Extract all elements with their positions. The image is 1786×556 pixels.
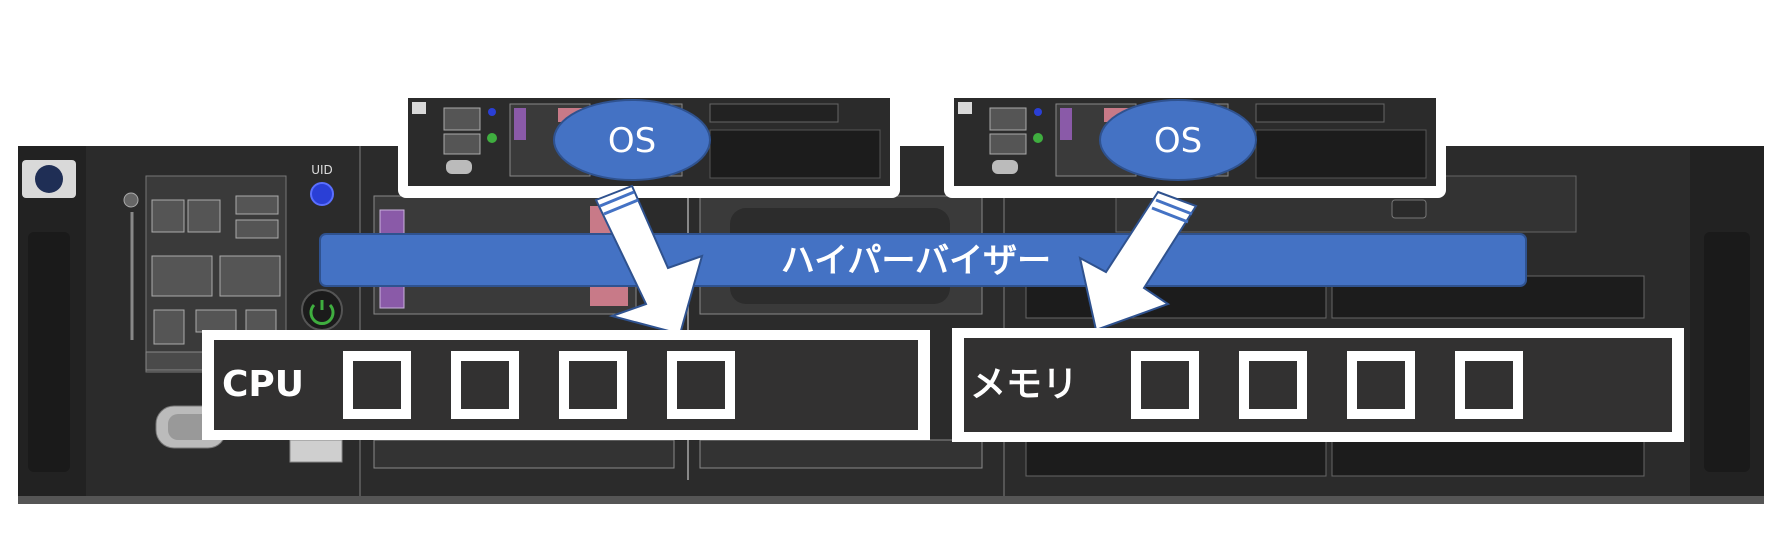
cpu-slot-2 — [451, 351, 519, 419]
arrow-os2-to-memory — [1078, 190, 1198, 332]
memory-slot-4 — [1455, 351, 1523, 419]
server-right-handle — [1704, 232, 1750, 472]
virtual-server-1: OS — [398, 90, 900, 198]
cpu-slot-1 — [343, 351, 411, 419]
uid-label: UID — [311, 163, 333, 177]
cpu-slots — [343, 351, 735, 419]
os-badge-1 — [553, 99, 711, 181]
control-panel-knob — [123, 192, 139, 208]
cpu-label: CPU — [222, 364, 304, 405]
memory-slots — [1131, 351, 1523, 419]
arrow-os1-to-cpu — [594, 184, 704, 336]
cpu-slot-3 — [559, 351, 627, 419]
hypervisor-layer: ハイパーバイザー — [319, 233, 1527, 287]
os-badge-2 — [1099, 99, 1257, 181]
server-logo-icon — [35, 165, 63, 193]
memory-resource: メモリ — [952, 328, 1684, 442]
memory-slot-3 — [1347, 351, 1415, 419]
memory-resource-box — [964, 338, 1672, 432]
drive-bay-4 — [699, 439, 983, 469]
cpu-resource: CPU — [202, 330, 930, 440]
hypervisor-label: ハイパーバイザー — [781, 241, 1051, 281]
server-bottom-rail — [18, 496, 1764, 504]
physical-server: UID — [18, 146, 1764, 504]
os-label-2: OS — [1154, 121, 1202, 161]
usb-port — [289, 439, 343, 463]
drive-bay-3 — [373, 439, 675, 469]
memory-label: メモリ — [970, 364, 1078, 405]
memory-slot-1 — [1131, 351, 1199, 419]
virtual-server-2: OS — [944, 90, 1446, 198]
memory-slot-2 — [1239, 351, 1307, 419]
server-left-handle — [28, 232, 70, 472]
os-label-1: OS — [608, 121, 656, 161]
allocation-arrows — [594, 184, 1198, 336]
uid-led — [310, 182, 334, 206]
cpu-slot-4 — [667, 351, 735, 419]
